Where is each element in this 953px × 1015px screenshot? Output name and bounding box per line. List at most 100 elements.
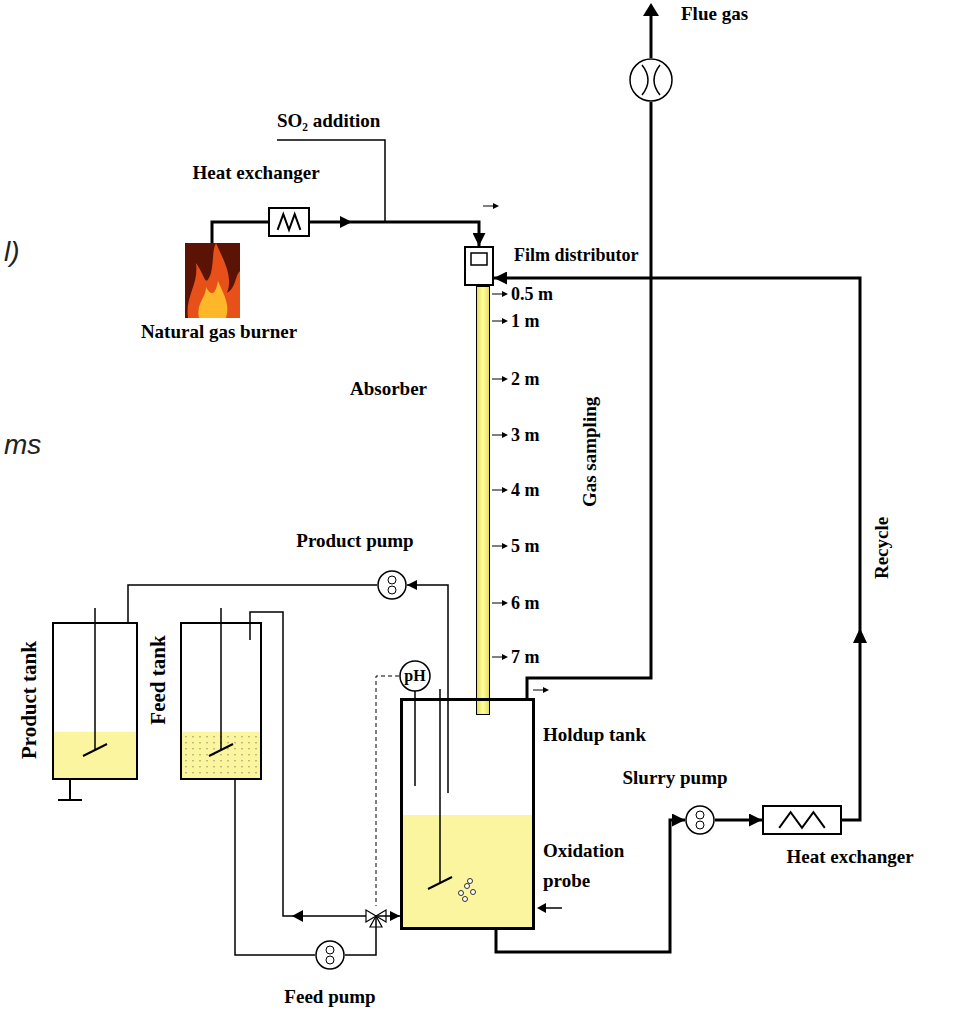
sampling-arrow — [483, 206, 494, 207]
height-label: 5 m — [511, 536, 540, 557]
stipple — [220, 760, 222, 762]
process-line — [527, 102, 651, 698]
stipple — [206, 742, 208, 744]
product-tank-shape — [54, 624, 136, 778]
equipment-label: Slurry pump — [622, 767, 727, 789]
heat-exchanger-coil — [779, 812, 825, 828]
equipment-label: Product tank — [17, 641, 41, 759]
stipple — [220, 772, 222, 774]
equipment-label: pH — [404, 667, 425, 685]
equipment-label: Heat exchanger — [192, 162, 319, 184]
film-distributor-shape — [466, 248, 492, 284]
process-line — [235, 780, 315, 955]
stipple — [234, 766, 236, 768]
sampling-arrowhead — [543, 687, 549, 693]
air-bubble — [465, 884, 470, 889]
sampling-arrowhead — [493, 203, 499, 209]
stipple — [199, 766, 201, 768]
flame-core — [198, 281, 227, 318]
pump-rotor — [326, 946, 334, 954]
slurry-pump-shape — [685, 805, 715, 835]
sampling-arrow — [533, 690, 544, 691]
sampling-arrowhead — [502, 600, 508, 606]
sampling-arrowhead — [502, 318, 508, 324]
stipple — [185, 748, 187, 750]
sampling-arrowhead — [502, 432, 508, 438]
agitator-blade — [209, 744, 233, 756]
stipple — [199, 742, 201, 744]
stipple — [248, 772, 250, 774]
oxidation-arrowhead — [537, 903, 546, 913]
ph-probe — [414, 699, 416, 786]
sampling-tick — [492, 435, 503, 436]
stipple — [227, 748, 229, 750]
process-line — [212, 222, 268, 243]
process-line — [345, 916, 400, 955]
stipple — [185, 754, 187, 756]
stipple — [213, 736, 215, 738]
stipple — [199, 772, 201, 774]
stipple — [255, 766, 257, 768]
stipple — [185, 772, 187, 774]
agitator-shaft — [439, 689, 441, 883]
exhaust-arrowhead — [643, 3, 659, 16]
stipple — [241, 736, 243, 738]
sampling-arrowhead — [502, 376, 508, 382]
stipple — [220, 754, 222, 756]
stipple — [192, 760, 194, 762]
stipple — [227, 760, 229, 762]
stipple — [185, 742, 187, 744]
stipple — [241, 766, 243, 768]
agitator-blade — [83, 744, 107, 756]
ph-meter-outline — [400, 661, 430, 691]
sampling-tick — [492, 490, 503, 491]
stipple — [213, 760, 215, 762]
stipple — [234, 772, 236, 774]
stipple — [213, 772, 215, 774]
stipple — [206, 754, 208, 756]
stipple — [248, 736, 250, 738]
sampling-arrowhead — [502, 291, 508, 297]
stipple — [241, 760, 243, 762]
stipple — [185, 736, 187, 738]
sampling-arrowhead — [502, 543, 508, 549]
slurry-pump: Slurry pump — [685, 805, 715, 835]
stipple — [255, 772, 257, 774]
height-label: 7 m — [511, 647, 540, 668]
absorber-column: Absorber — [476, 286, 490, 715]
stipple — [213, 748, 215, 750]
sampling-arrowhead — [502, 487, 508, 493]
sampling-tick — [492, 379, 503, 380]
stipple — [206, 772, 208, 774]
stipple — [241, 742, 243, 744]
air-bubble — [463, 897, 468, 902]
sampling-arrowhead — [502, 654, 508, 660]
equipment-label: Feed tank — [146, 635, 170, 724]
stipple — [199, 736, 201, 738]
stipple — [234, 736, 236, 738]
exhaust-line — [650, 12, 653, 58]
stipple — [234, 748, 236, 750]
agitator-blade — [428, 877, 452, 889]
heat-exchanger-coil — [278, 214, 301, 230]
sampling-tick — [492, 546, 503, 547]
stipple — [241, 748, 243, 750]
height-label: 1 m — [511, 311, 540, 332]
sampling-label: Gas sampling — [579, 397, 601, 507]
stipple — [255, 754, 257, 756]
heat-exchanger: Heat exchanger — [268, 207, 310, 237]
stipple — [227, 754, 229, 756]
tank-leg — [58, 780, 82, 800]
stipple — [255, 760, 257, 762]
stipple — [241, 772, 243, 774]
film-distributor: Film distributor — [464, 246, 494, 286]
process-line — [715, 819, 762, 822]
stipple — [248, 766, 250, 768]
stipple — [220, 766, 222, 768]
equipment-label: Holdup tank — [543, 724, 646, 746]
pump-rotor — [326, 956, 334, 964]
product-pump-outline — [378, 571, 406, 599]
pump-rotor — [696, 811, 704, 819]
stipple — [248, 760, 250, 762]
